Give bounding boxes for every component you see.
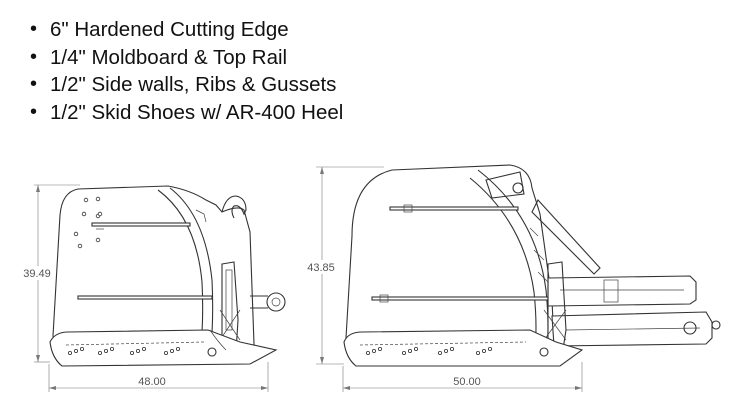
- right-floor-holes: [365, 346, 492, 355]
- spec-item-cutting-edge: • 6" Hardened Cutting Edge: [30, 16, 343, 44]
- left-side-holes: [73, 196, 103, 249]
- right-height-dimension: 43.85: [304, 166, 384, 365]
- right-arm-end-pin: [711, 320, 721, 330]
- right-arm-pin: [683, 321, 697, 335]
- left-heel-bolt: [207, 347, 217, 357]
- spec-text: 1/2" Skid Shoes w/ AR-400 Heel: [50, 100, 344, 124]
- right-skid-shoe: [343, 329, 584, 367]
- right-middle-rib: [371, 296, 549, 301]
- spec-item-moldboard: • 1/4" Moldboard & Top Rail: [30, 44, 343, 72]
- left-skid-shoe: [49, 329, 278, 367]
- left-width-dimension: 48.00: [48, 362, 269, 392]
- right-top-plate: [485, 171, 525, 199]
- right-height-label: 43.85: [307, 262, 335, 274]
- left-mount-hook: [221, 195, 247, 219]
- left-pin: [266, 292, 286, 312]
- spec-list: • 6" Hardened Cutting Edge • 1/4" Moldboar…: [30, 16, 343, 126]
- right-upper-arm: [547, 275, 697, 307]
- spec-text: 6" Hardened Cutting Edge: [50, 18, 289, 41]
- right-heel-bolt: [539, 347, 549, 357]
- left-floor-holes: [68, 346, 180, 355]
- spec-item-side-walls: • 1/2" Side walls, Ribs & Gussets: [30, 71, 343, 99]
- spec-text: 1/2" Side walls, Ribs & Gussets: [50, 73, 337, 96]
- left-middle-rib: [77, 295, 213, 300]
- left-height-dimension: 39.49: [22, 184, 80, 363]
- left-width-label: 48.00: [138, 376, 166, 388]
- bullet-icon: •: [30, 100, 38, 123]
- spec-text: 1/4" Moldboard & Top Rail: [50, 45, 288, 69]
- left-top-rail: [91, 222, 191, 227]
- bullet-icon: •: [30, 18, 38, 40]
- right-width-dimension: 50.00: [342, 362, 583, 392]
- right-top-pin: [512, 182, 524, 194]
- right-diagonal-brace: [531, 199, 601, 275]
- bullet-icon: •: [30, 73, 38, 95]
- bullet-icon: •: [30, 45, 38, 68]
- left-bucket-drawing: 39.49 48.00: [22, 184, 286, 392]
- left-height-label: 39.49: [23, 268, 51, 280]
- right-top-rail: [389, 206, 519, 211]
- right-bucket-drawing: 43.85 50.00: [304, 164, 721, 392]
- right-width-label: 50.00: [453, 376, 481, 388]
- spec-item-skid-shoes: • 1/2" Skid Shoes w/ AR-400 Heel: [30, 99, 343, 127]
